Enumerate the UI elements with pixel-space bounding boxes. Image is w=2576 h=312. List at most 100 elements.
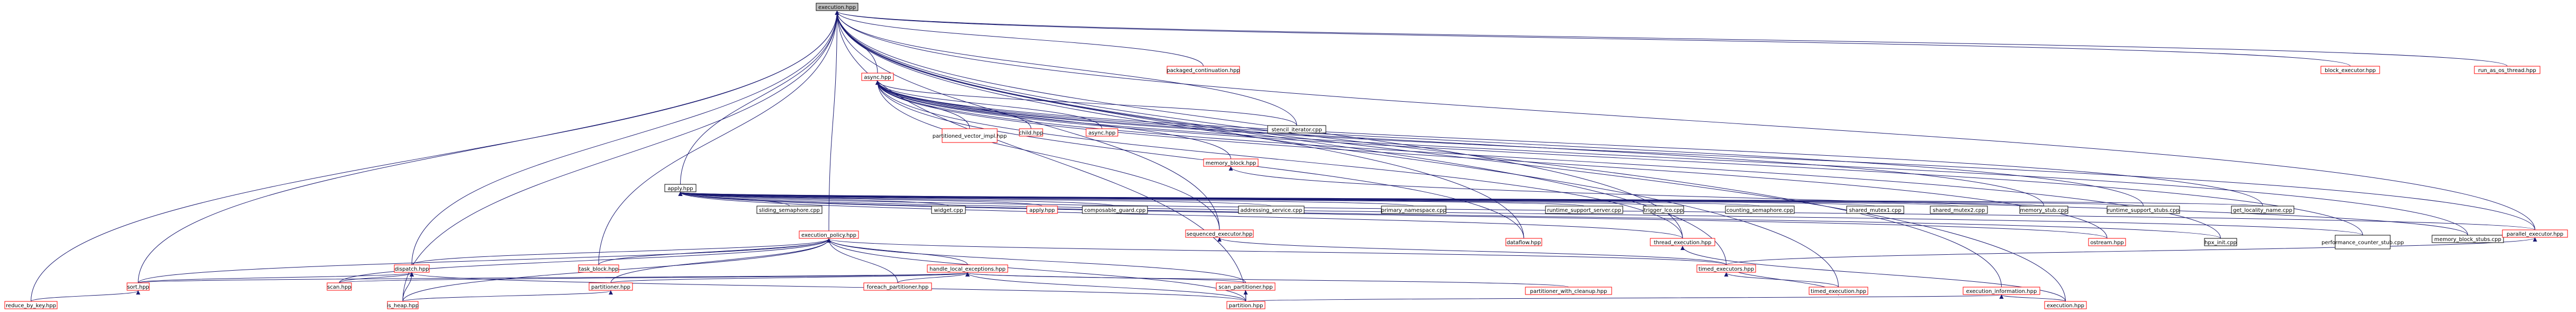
node-box[interactable] <box>1086 128 1118 137</box>
node-stencil_iterator[interactable]: stencil_iterator.cpp <box>1267 125 1326 133</box>
node-box[interactable] <box>756 206 822 214</box>
node-box[interactable] <box>1643 206 1684 214</box>
node-dataflow[interactable]: dataflow.hpp <box>1505 238 1542 246</box>
node-box[interactable] <box>578 264 619 273</box>
node-box[interactable] <box>2088 238 2126 246</box>
node-box[interactable] <box>2335 235 2391 249</box>
node-box[interactable] <box>664 184 697 192</box>
node-get_locality_name[interactable]: get_locality_name.cpp <box>2231 206 2294 214</box>
node-box[interactable] <box>589 282 633 291</box>
node-box[interactable] <box>327 282 352 291</box>
node-box[interactable] <box>1238 206 1305 214</box>
node-box[interactable] <box>931 206 966 214</box>
node-box[interactable] <box>1026 206 1058 214</box>
node-ostream[interactable]: ostream.hpp <box>2088 238 2126 246</box>
node-scan[interactable]: scan.hpp <box>327 282 352 291</box>
node-partitioner[interactable]: partitioner.hpp <box>589 282 633 291</box>
node-box[interactable] <box>1203 158 1259 167</box>
node-box[interactable] <box>1267 125 1326 133</box>
node-box[interactable] <box>1185 229 1254 238</box>
node-box[interactable] <box>2432 235 2504 243</box>
node-scan_partitioner[interactable]: scan_partitioner.hpp <box>1216 282 1276 291</box>
node-runtime_support_stubs[interactable]: runtime_support_stubs.cpp <box>2107 206 2180 214</box>
node-box[interactable] <box>1846 206 1904 214</box>
node-sliding_semaphore[interactable]: sliding_semaphore.cpp <box>756 206 822 214</box>
node-widget[interactable]: widget.cpp <box>931 206 966 214</box>
node-box[interactable] <box>1545 206 1623 214</box>
node-box[interactable] <box>387 301 419 309</box>
node-handle_local_exceptions[interactable]: handle_local_exceptions.hpp <box>927 264 1008 273</box>
node-shared_mutex1[interactable]: shared_mutex1.cpp <box>1846 206 1904 214</box>
node-runtime_support_server[interactable]: runtime_support_server.cpp <box>1545 206 1623 214</box>
node-box[interactable] <box>1696 264 1756 273</box>
node-async_hpp2[interactable]: async.hpp <box>1086 128 1118 137</box>
node-addressing_service[interactable]: addressing_service.cpp <box>1238 206 1305 214</box>
node-box[interactable] <box>1725 206 1795 214</box>
node-is_heap[interactable]: is_heap.hpp <box>387 301 419 309</box>
node-primary_namespace[interactable]: primary_namespace.cpp <box>1381 206 1447 214</box>
node-box[interactable] <box>2231 206 2294 214</box>
node-box[interactable] <box>1082 206 1148 214</box>
node-box[interactable] <box>1167 66 1240 74</box>
node-sequenced_executor[interactable]: sequenced_executor.hpp <box>1185 229 1254 238</box>
node-timed_executors[interactable]: timed_executors.hpp <box>1696 264 1756 273</box>
node-child[interactable]: child.hpp <box>1019 128 1043 137</box>
node-box[interactable] <box>1226 301 1266 309</box>
node-box[interactable] <box>126 282 150 291</box>
node-shared_mutex2[interactable]: shared_mutex2.cpp <box>1930 206 1988 214</box>
node-foreach_partitioner[interactable]: foreach_partitioner.hpp <box>863 282 932 291</box>
node-execution[interactable]: execution.hpp <box>816 3 858 11</box>
node-sort[interactable]: sort.hpp <box>126 282 150 291</box>
node-memory_block_stubs[interactable]: memory_block_stubs.cpp <box>2432 235 2504 243</box>
node-dispatch[interactable]: dispatch.hpp <box>394 264 430 273</box>
node-box[interactable] <box>4 301 58 309</box>
node-box[interactable] <box>1019 128 1043 137</box>
node-timed_execution[interactable]: timed_execution.hpp <box>1809 287 1868 295</box>
node-box[interactable] <box>2107 206 2180 214</box>
node-partitioned_vector_impl[interactable]: partitioned_vector_impl.hpp <box>933 128 1007 143</box>
node-execution_policy[interactable]: execution_policy.hpp <box>799 230 859 239</box>
node-memory_block[interactable]: memory_block.hpp <box>1203 158 1259 167</box>
node-run_as_os_thread[interactable]: run_as_os_thread.hpp <box>2474 66 2541 74</box>
node-box[interactable] <box>2320 66 2380 74</box>
node-performance_counter_stub[interactable]: performance_counter_stub.cpp <box>2321 235 2404 249</box>
node-apply[interactable]: apply.hpp <box>664 184 697 192</box>
node-box[interactable] <box>2044 301 2087 309</box>
node-box[interactable] <box>2019 206 2068 214</box>
node-box[interactable] <box>1963 287 2040 295</box>
node-box[interactable] <box>1930 206 1988 214</box>
node-box[interactable] <box>2474 66 2541 74</box>
node-trigger_lco[interactable]: trigger_lco.cpp <box>1643 206 1684 214</box>
node-counting_semaphore[interactable]: counting_semaphore.cpp <box>1725 206 1795 214</box>
node-box[interactable] <box>1505 238 1542 246</box>
node-block_executor[interactable]: block_executor.hpp <box>2320 66 2380 74</box>
node-execution_information[interactable]: execution_information.hpp <box>1963 287 2040 295</box>
node-box[interactable] <box>799 230 859 239</box>
node-execution_hpp2[interactable]: execution.hpp <box>2044 301 2087 309</box>
node-packaged_continuation[interactable]: packaged_continuation.hpp <box>1167 66 1240 74</box>
node-box[interactable] <box>927 264 1008 273</box>
node-box[interactable] <box>2502 229 2568 238</box>
node-box[interactable] <box>2204 238 2237 246</box>
node-box[interactable] <box>1381 206 1447 214</box>
node-hpx_init[interactable]: hpx_init.cpp <box>2204 238 2237 246</box>
node-box[interactable] <box>816 3 858 11</box>
node-thread_execution[interactable]: thread_execution.hpp <box>1650 238 1715 246</box>
node-parallel_executor[interactable]: parallel_executor.hpp <box>2502 229 2568 238</box>
node-box[interactable] <box>1809 287 1868 295</box>
node-box[interactable] <box>1216 282 1276 291</box>
node-box[interactable] <box>863 282 932 291</box>
node-box[interactable] <box>394 264 430 273</box>
node-reduce_by_key[interactable]: reduce_by_key.hpp <box>4 301 58 309</box>
node-box[interactable] <box>1650 238 1715 246</box>
node-composable_guard[interactable]: composable_guard.cpp <box>1082 206 1148 214</box>
node-task_block[interactable]: task_block.hpp <box>578 264 619 273</box>
node-memory_stub[interactable]: memory_stub.cpp <box>2019 206 2068 214</box>
node-box[interactable] <box>1525 287 1612 295</box>
node-box[interactable] <box>942 128 998 143</box>
node-apply_hpp2[interactable]: apply.hpp <box>1026 206 1058 214</box>
node-partitioner_with_cleanup[interactable]: partitioner_with_cleanup.hpp <box>1525 287 1612 295</box>
node-partition[interactable]: partition.hpp <box>1226 301 1266 309</box>
node-box[interactable] <box>861 73 894 81</box>
node-async[interactable]: async.hpp <box>861 73 894 81</box>
